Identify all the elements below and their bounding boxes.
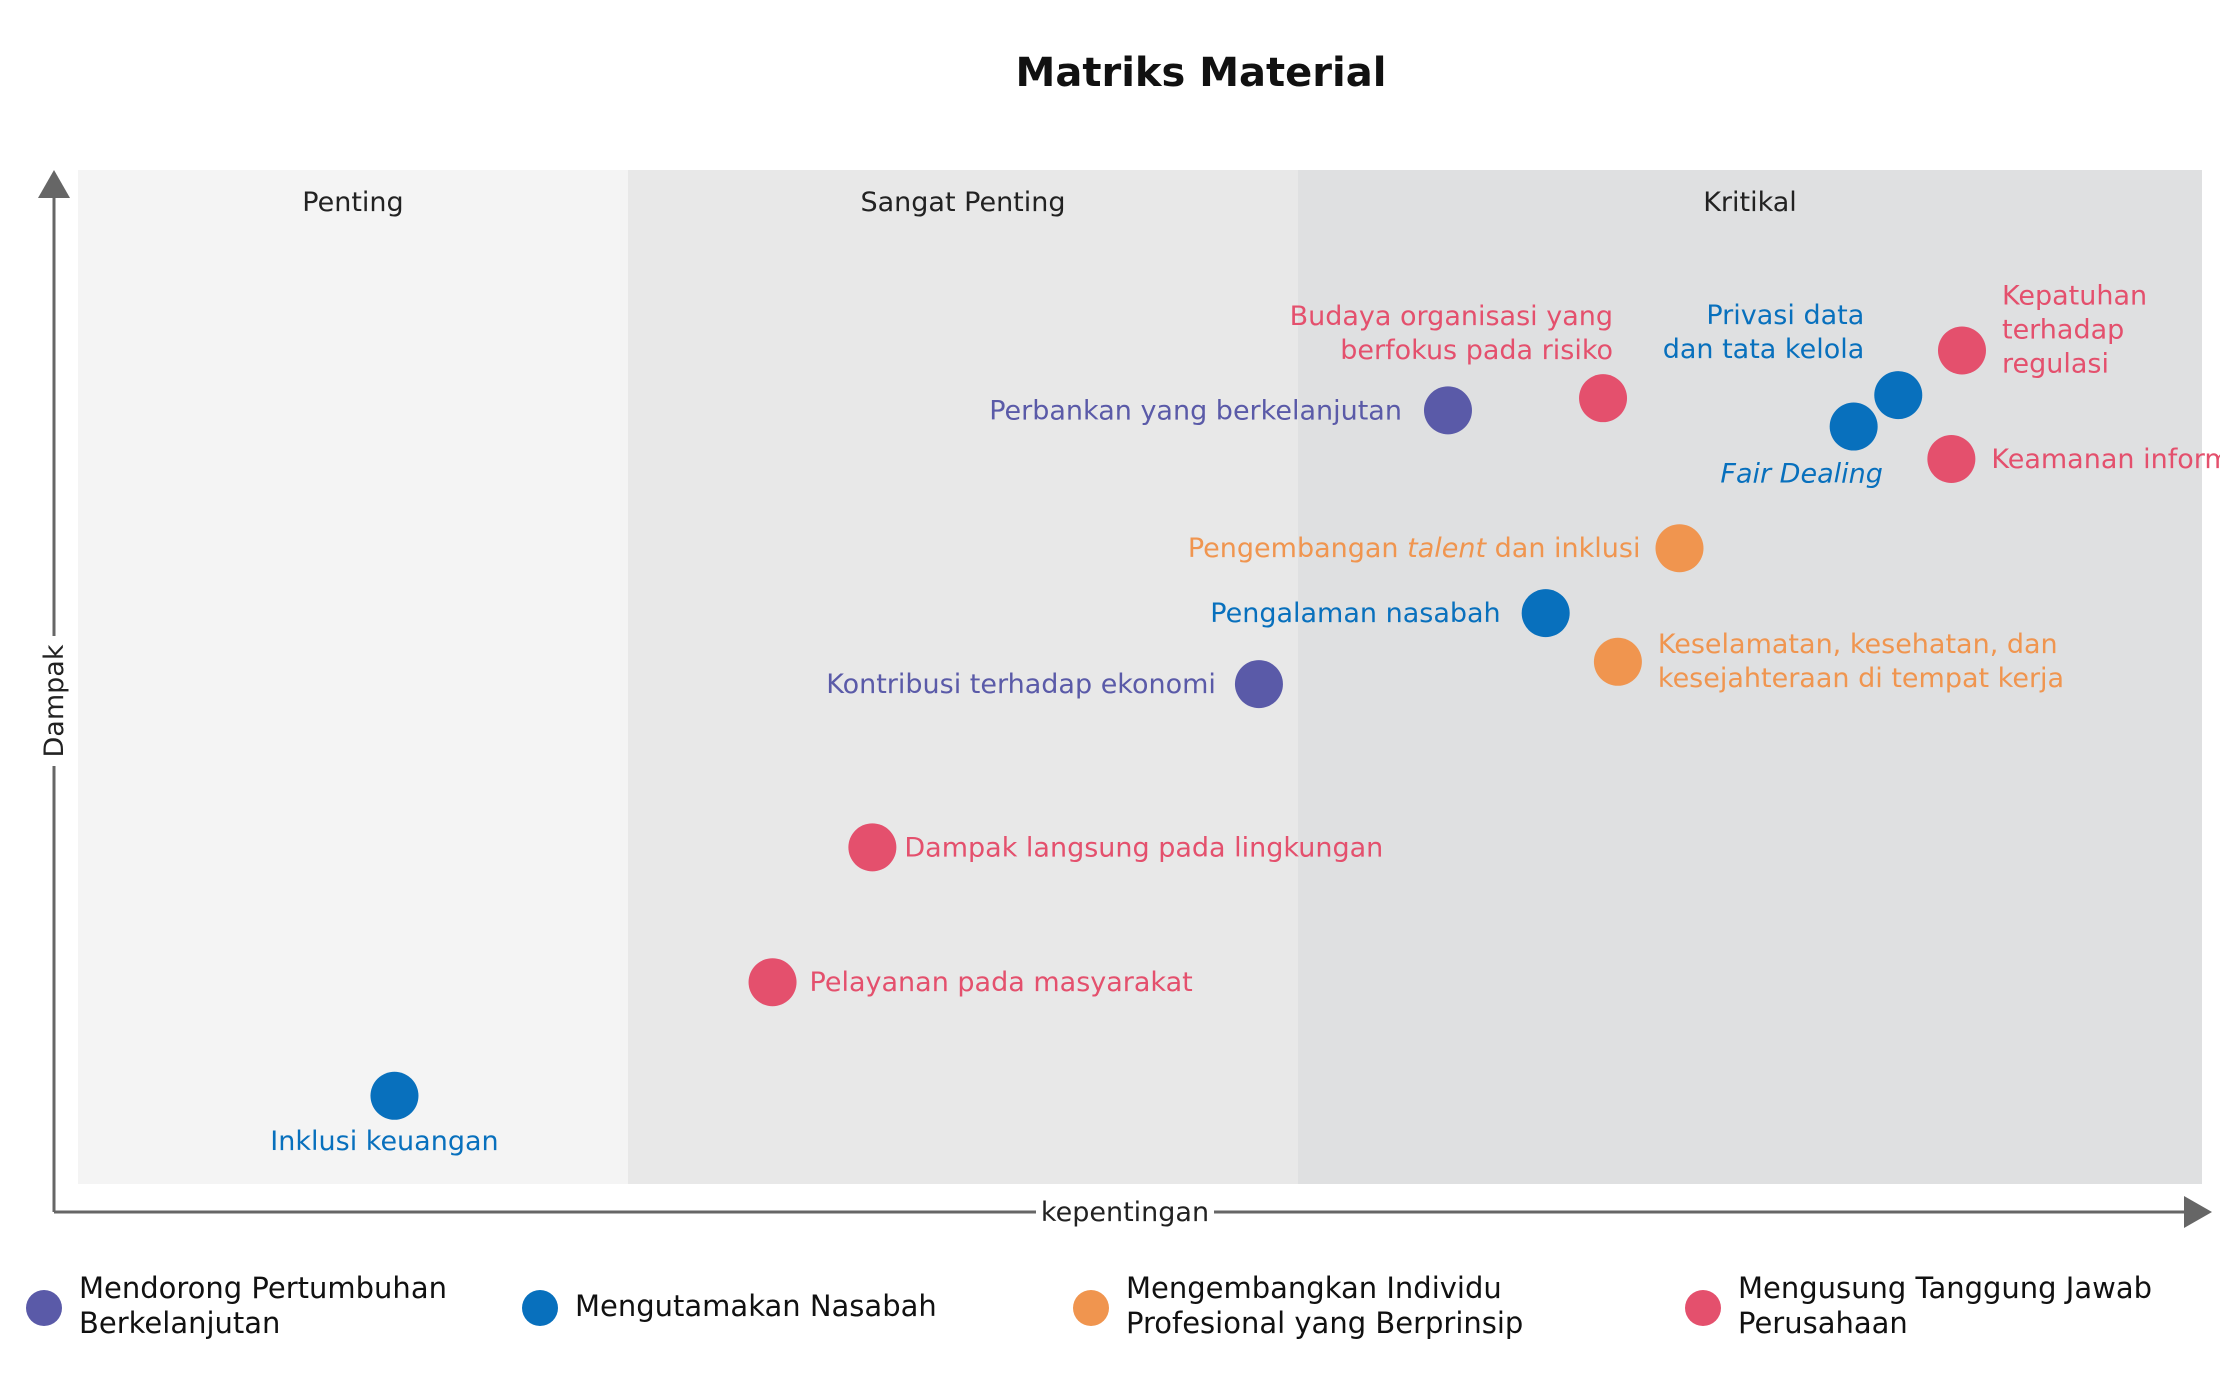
zone-label-sangat-penting: Sangat Penting <box>860 187 1065 218</box>
importance-zones: Penting Sangat Penting Kritikal <box>78 170 2202 1184</box>
point-label: Inklusi keuangan <box>270 1126 498 1157</box>
x-axis-arrow-icon <box>2184 1196 2212 1228</box>
point-pelayanan-pada-masyarakat: Pelayanan pada masyarakat <box>748 958 1193 1007</box>
point-label: Pengembangan talent dan inklusi <box>1188 533 1641 564</box>
axes: kepentingan Dampak <box>38 170 2212 1228</box>
zone-label-kritikal: Kritikal <box>1703 187 1797 218</box>
point-label: Pengalaman nasabah <box>1210 598 1500 629</box>
point-pengalaman-nasabah: Pengalaman nasabah <box>1210 589 1570 638</box>
point-label: Pelayanan pada masyarakat <box>810 967 1193 998</box>
point-label: Keamanan informasi <box>1991 444 2220 475</box>
point-inklusi-keuangan: Inklusi keuangan <box>270 1071 499 1157</box>
point-marker <box>1655 524 1704 573</box>
legend-marker <box>26 1290 62 1326</box>
chart-title: Matriks Material <box>1016 50 1387 96</box>
legend-marker <box>522 1290 558 1326</box>
point-dampak-langsung-pada-lingkungan: Dampak langsung pada lingkungan <box>848 823 1383 872</box>
point-keamanan-informasi: Keamanan informasi <box>1927 434 2220 483</box>
point-perbankan-yang-berkelanjutan: Perbankan yang berkelanjutan <box>989 386 1472 435</box>
point-kontribusi-terhadap-ekonomi: Kontribusi terhadap ekonomi <box>826 660 1283 709</box>
zone-sangat-penting <box>628 170 1298 1184</box>
x-axis-label: kepentingan <box>1041 1197 1209 1228</box>
point-marker <box>370 1071 419 1120</box>
y-axis-label: Dampak <box>39 644 70 757</box>
legend-marker <box>1685 1290 1721 1326</box>
point-label: Kontribusi terhadap ekonomi <box>826 669 1216 700</box>
legend-marker <box>1073 1290 1109 1326</box>
point-marker <box>1593 637 1642 686</box>
legend-item-mengutamakan-nasabah: Mengutamakan Nasabah <box>522 1289 937 1326</box>
point-marker <box>1937 326 1986 375</box>
zone-kritikal <box>1298 170 2202 1184</box>
point-label: Dampak langsung pada lingkungan <box>904 832 1383 863</box>
point-marker <box>848 823 897 872</box>
zone-label-penting: Penting <box>302 187 403 218</box>
point-marker <box>1874 371 1923 420</box>
point-label: Perbankan yang berkelanjutan <box>989 395 1402 426</box>
point-marker <box>1521 589 1570 638</box>
point-marker <box>748 958 797 1007</box>
point-fair-dealing: Fair Dealing <box>1720 402 1883 490</box>
legend-label: Mengutamakan Nasabah <box>575 1289 937 1323</box>
zone-penting <box>78 170 628 1184</box>
point-marker <box>1579 374 1628 423</box>
point-marker <box>1927 434 1976 483</box>
point-label: Fair Dealing <box>1720 459 1882 490</box>
point-marker <box>1829 402 1878 451</box>
point-pengembangan-talent-dan-inklusi: Pengembangan talent dan inklusi <box>1188 524 1704 573</box>
point-marker <box>1423 386 1472 435</box>
point-marker <box>1234 660 1283 709</box>
y-axis-arrow-icon <box>38 170 70 198</box>
